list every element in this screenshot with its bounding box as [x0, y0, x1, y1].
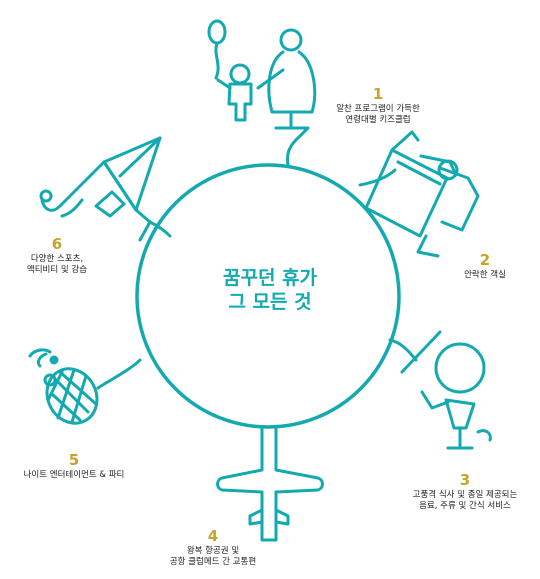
- feature-1: 1 알찬 프로그램이 가득한 연령대별 키즈클럽: [318, 86, 438, 126]
- family-balloon-icon: [207, 19, 317, 167]
- feature-4-line-1: 왕복 항공권 및: [186, 546, 240, 556]
- feature-6: 6 다양한 스포츠, 액티비티 및 강습: [2, 236, 112, 276]
- feature-3-line-2: 음료, 주류 및 간식 서비스: [419, 501, 511, 511]
- feature-4-number: 4: [207, 527, 219, 545]
- feature-3-number: 3: [459, 471, 471, 489]
- center-title-line-1: 꿈꾸던 휴가: [222, 267, 317, 289]
- paper-plane-icon: [39, 136, 172, 242]
- cocktail-drink-icon: [388, 330, 492, 450]
- center-title: 꿈꾸던 휴가 그 모든 것: [170, 266, 370, 314]
- center-title-line-2: 그 모든 것: [228, 291, 312, 313]
- feature-2: 2 안락한 객실: [440, 252, 530, 281]
- feature-2-number: 2: [479, 251, 491, 269]
- bed-icon: [358, 130, 480, 258]
- feature-1-line-1: 알찬 프로그램이 가득한: [336, 104, 420, 114]
- feature-5-number: 5: [68, 451, 80, 469]
- feature-6-line-1: 다양한 스포츠,: [30, 254, 84, 264]
- feature-4: 4 왕복 항공권 및 공항 클럽메드 간 교통편: [158, 528, 268, 568]
- feature-6-line-2: 액티비티 및 강습: [26, 265, 88, 275]
- feature-6-number: 6: [51, 235, 63, 253]
- feature-1-number: 1: [372, 85, 384, 103]
- feature-4-line-2: 공항 클럽메드 간 교통편: [169, 557, 257, 567]
- feature-5: 5 나이트 엔터테이먼트 & 파티: [6, 452, 142, 481]
- feature-1-line-2: 연령대별 키즈클럽: [345, 115, 411, 125]
- feature-2-line-1: 안락한 객실: [464, 270, 506, 280]
- center-ring: [135, 163, 401, 429]
- feature-5-line-1: 나이트 엔터테이먼트 & 파티: [23, 470, 125, 480]
- microphone-icon: [28, 348, 142, 425]
- feature-3: 3 고품격 식사 및 종일 제공되는 음료, 주류 및 간식 서비스: [400, 472, 530, 512]
- feature-3-line-1: 고품격 식사 및 종일 제공되는: [412, 490, 518, 500]
- airplane-icon: [216, 426, 324, 542]
